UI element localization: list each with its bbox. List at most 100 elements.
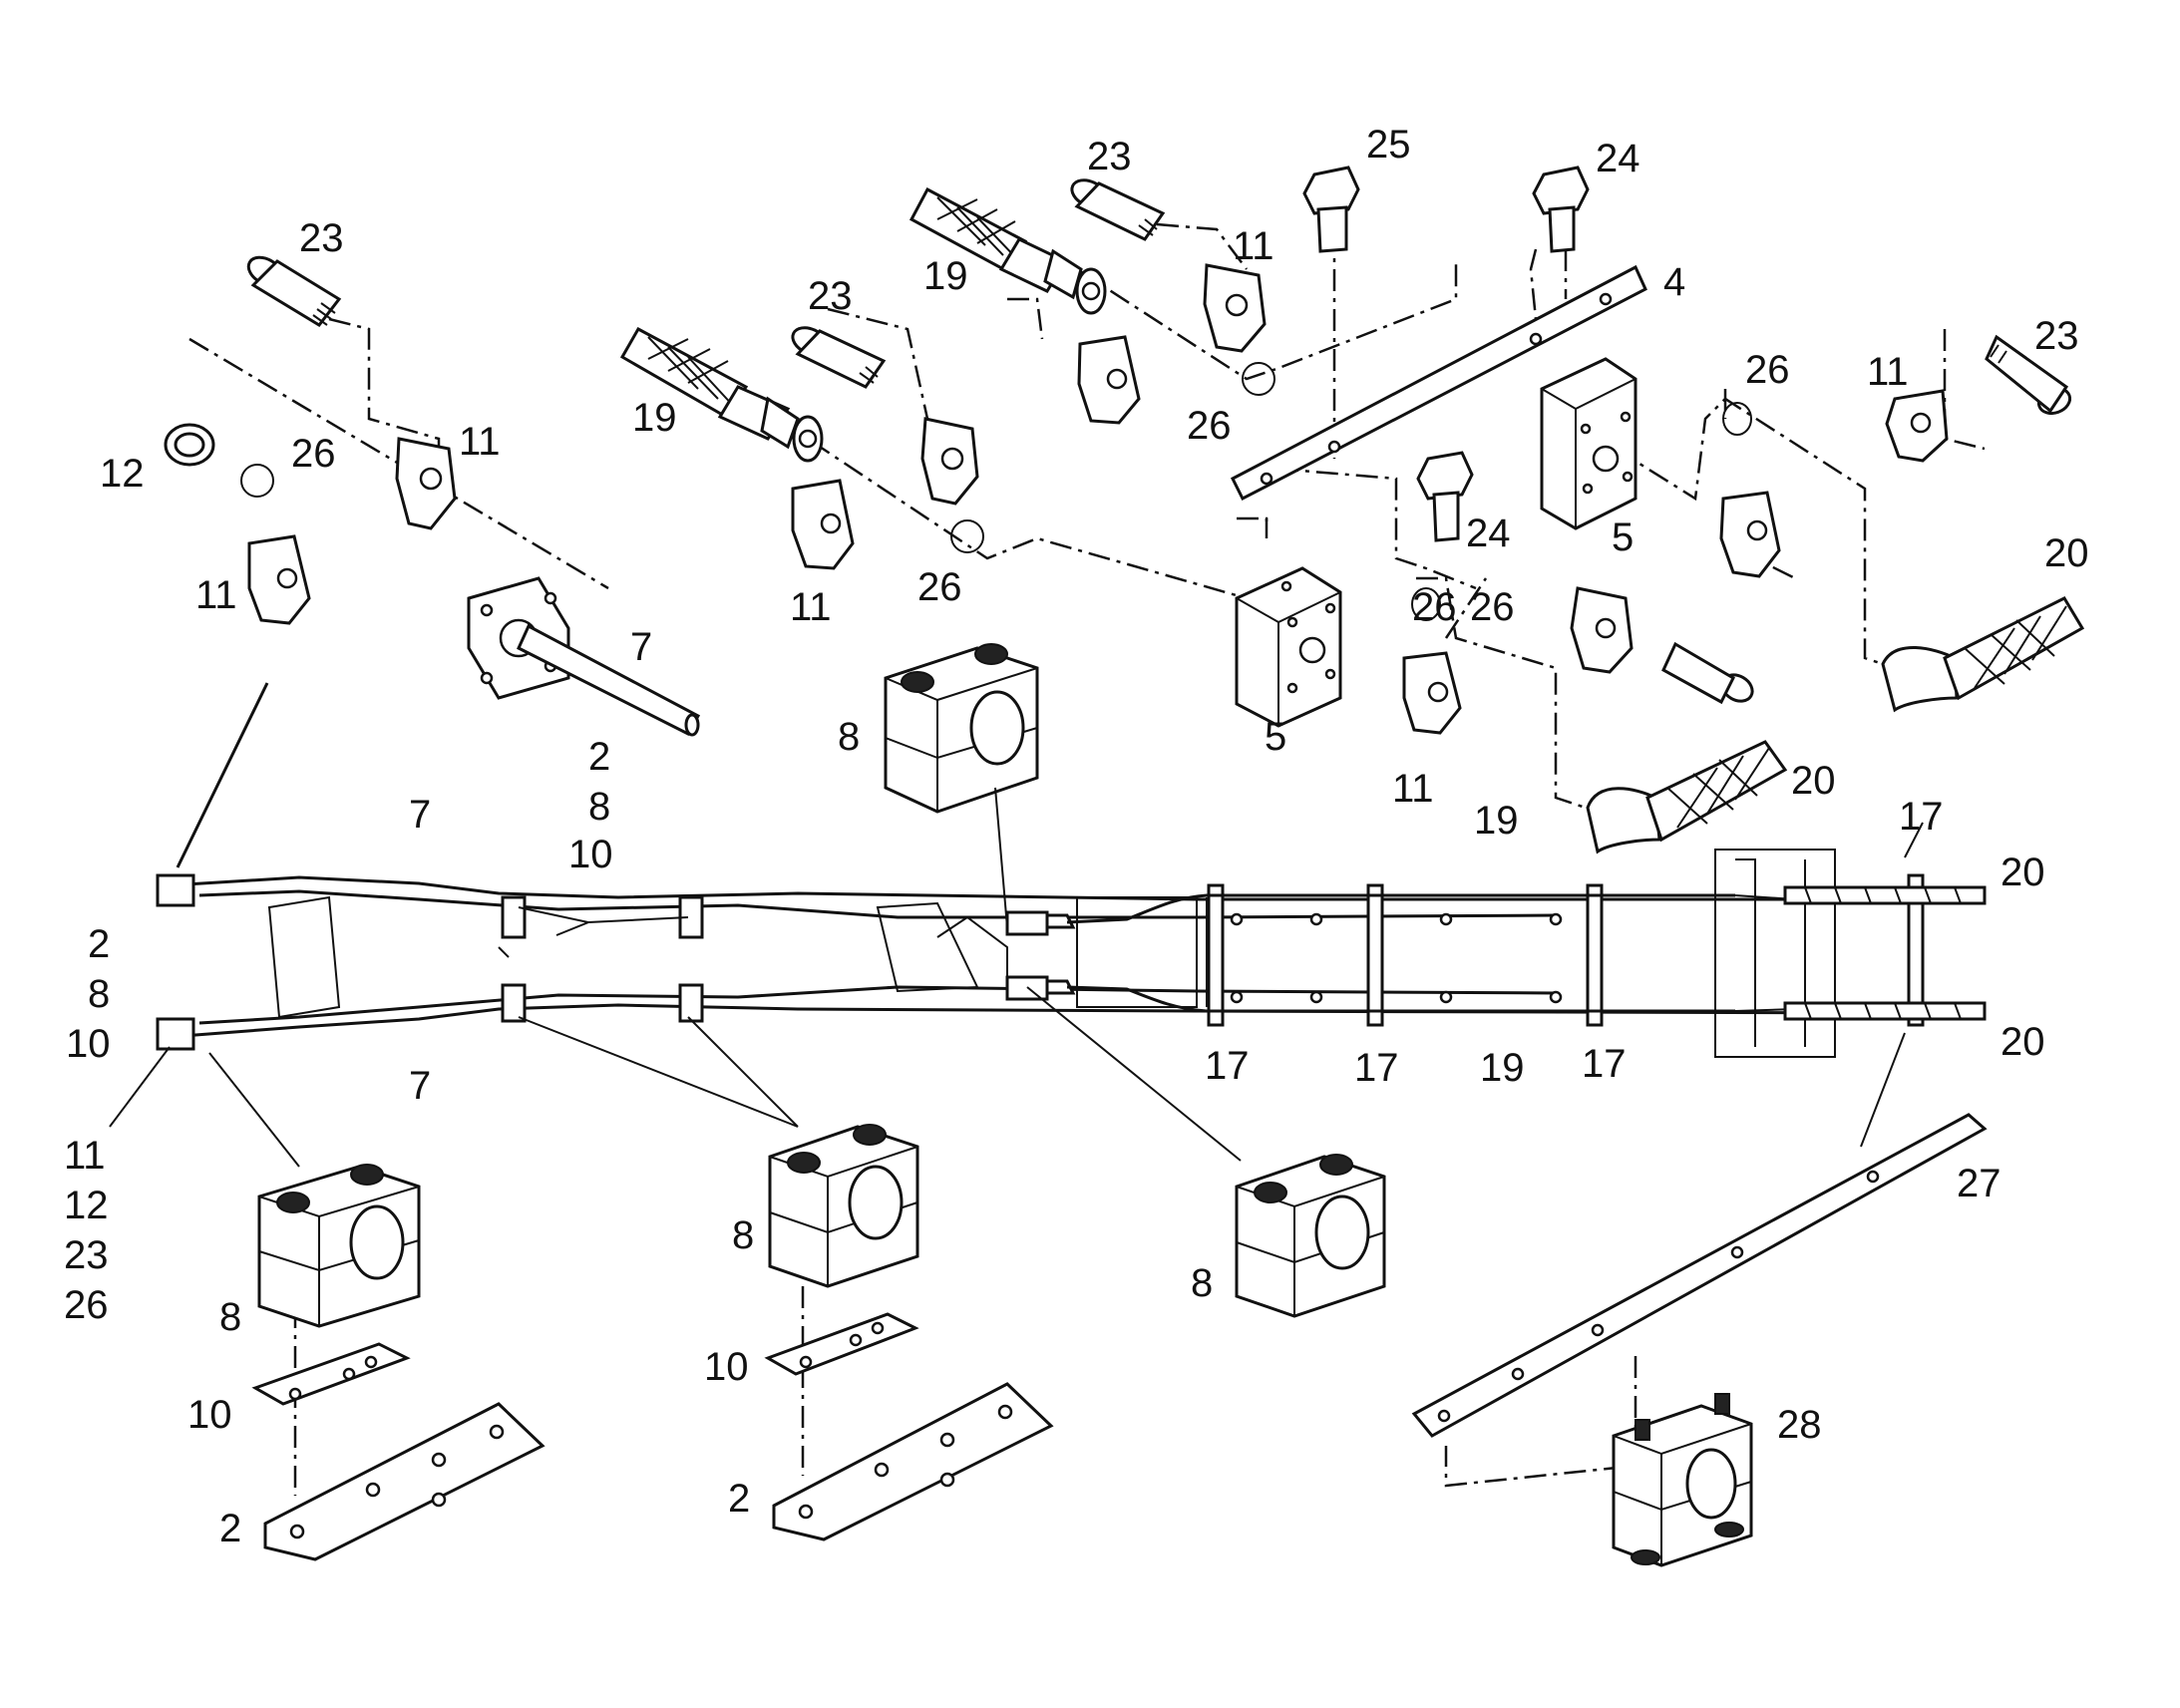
half-flange-11-top-lower <box>1077 335 1141 425</box>
callout-8: 8 <box>1191 1261 1213 1305</box>
callout-26: 26 <box>1745 348 1790 392</box>
callout-8: 8 <box>588 785 610 829</box>
half-flange-11-mid-right <box>1402 651 1462 735</box>
assembly-lines <box>188 222 1986 1496</box>
callout-10: 10 <box>704 1345 749 1389</box>
callout-26: 26 <box>1412 585 1457 629</box>
callout-26: 26 <box>64 1283 109 1327</box>
callout-11: 11 <box>195 573 237 617</box>
callout-12: 12 <box>64 1184 109 1227</box>
callout-11: 11 <box>1392 767 1434 811</box>
clamp-28 <box>1612 1393 1753 1567</box>
hose-19-upper <box>908 186 1107 315</box>
callout-26: 26 <box>291 432 336 476</box>
callout-8: 8 <box>838 715 860 759</box>
bolt-24-lower <box>1416 451 1474 542</box>
bolt-23-top <box>1070 178 1166 241</box>
block-5-lower <box>1235 566 1342 728</box>
plate-10-center <box>764 1312 919 1376</box>
callout-23: 23 <box>1087 135 1132 178</box>
frame-brackets <box>501 873 1925 1027</box>
callout-23: 23 <box>2034 314 2079 358</box>
callout-8: 8 <box>732 1213 754 1257</box>
callout-7: 7 <box>409 1064 431 1108</box>
bolt-23-center <box>791 326 887 389</box>
block-5-upper <box>1540 357 1637 530</box>
clamp-8-lower-left <box>257 1164 421 1328</box>
callout-10: 10 <box>187 1393 232 1437</box>
callout-7: 7 <box>630 625 652 669</box>
callout-20: 20 <box>2000 1020 2045 1064</box>
callout-11: 11 <box>459 420 501 464</box>
clamp-8-lower-right <box>1235 1154 1386 1318</box>
bolt-25 <box>1302 166 1360 253</box>
callout-labels: 23 11 12 26 11 19 23 11 26 19 23 11 26 2… <box>64 123 2089 1550</box>
o-ring-26-center <box>950 519 984 553</box>
main-frame <box>169 849 1896 1058</box>
callout-19: 19 <box>1474 799 1519 843</box>
half-flange-11-right-top <box>1885 389 1949 463</box>
callout-20: 20 <box>1791 759 1836 803</box>
plate-10-left <box>251 1342 411 1406</box>
o-ring-26-top <box>1242 362 1275 396</box>
bolt-24-top <box>1532 166 1590 253</box>
callout-17: 17 <box>1899 795 1944 839</box>
callout-19: 19 <box>632 396 677 440</box>
hose-19-lower <box>619 326 824 463</box>
bar-27 <box>1411 1113 1988 1438</box>
callout-26: 26 <box>1187 404 1232 448</box>
leader-lines <box>109 787 1924 1168</box>
half-flange-11-upper-left <box>395 437 457 530</box>
callout-23: 23 <box>808 274 853 318</box>
callout-8: 8 <box>219 1295 241 1339</box>
callout-17: 17 <box>1205 1044 1250 1088</box>
o-ring-26-right-upper <box>1722 402 1752 436</box>
callout-8: 8 <box>88 972 110 1016</box>
callout-25: 25 <box>1366 123 1411 167</box>
callout-2: 2 <box>728 1477 750 1521</box>
half-flange-11-center-lower <box>791 479 855 570</box>
callout-28: 28 <box>1777 1403 1822 1447</box>
callout-27: 27 <box>1957 1162 2001 1205</box>
callout-10: 10 <box>66 1022 111 1066</box>
callout-24: 24 <box>1596 137 1640 180</box>
callout-26: 26 <box>917 565 962 609</box>
half-flange-11-right-lower <box>1570 586 1634 674</box>
clamp-8-top <box>884 643 1039 814</box>
callout-17: 17 <box>1354 1046 1399 1090</box>
callout-19: 19 <box>923 254 968 298</box>
callout-2: 2 <box>219 1507 241 1550</box>
half-flange-11-right-mid <box>1719 491 1781 578</box>
callout-11: 11 <box>1233 224 1274 268</box>
bolt-23-left <box>246 255 342 327</box>
front-fittings <box>156 873 1076 1051</box>
hose-20-center <box>1586 740 1788 854</box>
bolt-23-right <box>1985 334 2072 416</box>
callout-11: 11 <box>1867 350 1909 394</box>
callout-24: 24 <box>1466 512 1511 555</box>
callout-20: 20 <box>2044 531 2089 575</box>
callout-5: 5 <box>1265 715 1286 759</box>
hose-20-right <box>1881 596 2085 713</box>
callout-5: 5 <box>1612 515 1634 559</box>
half-flange-11-center-upper <box>920 417 979 506</box>
callout-23: 23 <box>64 1233 109 1277</box>
callout-2: 2 <box>588 735 610 779</box>
callout-2: 2 <box>88 922 110 966</box>
plate-4 <box>1231 264 1647 502</box>
clamp-8-lower-center <box>768 1124 919 1288</box>
callout-7: 7 <box>409 793 431 837</box>
seal-ring-12 <box>164 423 215 467</box>
o-ring-26-block <box>1411 587 1441 621</box>
callout-11: 11 <box>64 1134 106 1178</box>
callout-4: 4 <box>1663 260 1685 304</box>
o-ring-26-left <box>240 464 274 498</box>
callout-23: 23 <box>299 216 344 260</box>
callout-10: 10 <box>568 833 613 876</box>
callout-20: 20 <box>2000 851 2045 894</box>
half-flange-11-lower-left <box>247 534 311 625</box>
plate-2-left <box>263 1402 545 1561</box>
plate-2-center <box>772 1382 1054 1541</box>
callout-11: 11 <box>790 585 832 629</box>
